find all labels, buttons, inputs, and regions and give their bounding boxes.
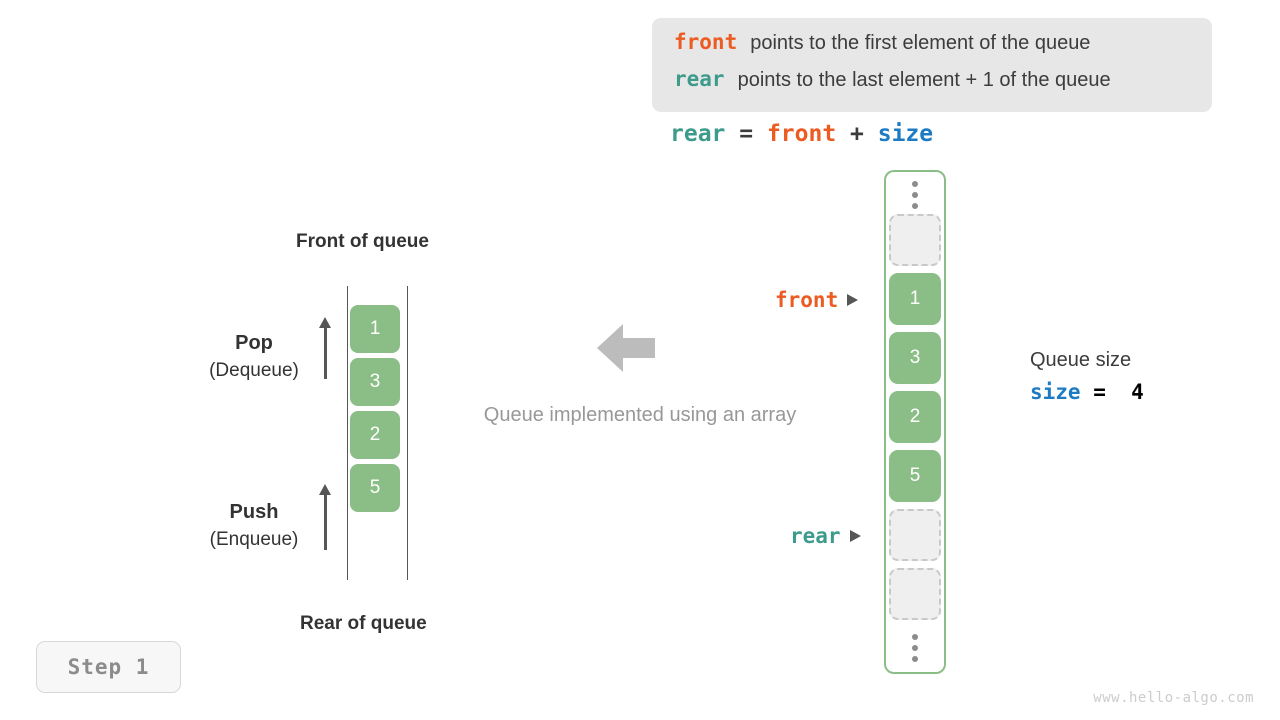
size-variable-name: size bbox=[1030, 380, 1081, 404]
pop-label-main: Pop bbox=[235, 332, 273, 354]
array-cell-value: 1 bbox=[909, 288, 921, 309]
size-equals: = bbox=[1080, 380, 1119, 404]
size-value: 4 bbox=[1118, 380, 1144, 404]
queue-size-expression: size = 4 bbox=[1030, 376, 1144, 408]
legend-keyword-front: front bbox=[674, 30, 738, 54]
push-label-sub: (Enqueue) bbox=[209, 529, 299, 550]
formula-lhs-rear: rear bbox=[670, 121, 726, 147]
legend-box: front points to the first element of the… bbox=[652, 18, 1212, 112]
queue-cell: 1 bbox=[350, 305, 400, 353]
formula-rear-equals-front-plus-size: rear = front + size bbox=[670, 121, 933, 147]
array-cell bbox=[889, 509, 941, 561]
legend-description-rear: points to the last element + 1 of the qu… bbox=[737, 69, 1111, 91]
array-cell-value: 5 bbox=[909, 465, 921, 486]
array-cell: 1 bbox=[889, 273, 941, 325]
formula-plus: + bbox=[836, 121, 878, 147]
arrow-left-icon bbox=[597, 324, 655, 372]
queue-cell-value: 3 bbox=[369, 371, 381, 392]
array-container bbox=[884, 170, 946, 674]
pop-operation-label: Pop (Dequeue) bbox=[196, 330, 312, 384]
ellipsis-bottom-icon bbox=[912, 634, 918, 667]
queue-cell: 5 bbox=[350, 464, 400, 512]
queue-cell-value: 2 bbox=[369, 424, 381, 445]
array-cell: 2 bbox=[889, 391, 941, 443]
queue-cell: 3 bbox=[350, 358, 400, 406]
ellipsis-top-icon bbox=[912, 181, 918, 214]
legend-line-rear: rear points to the last element + 1 of t… bbox=[674, 67, 1190, 104]
rear-of-queue-label: Rear of queue bbox=[300, 613, 427, 634]
array-cell-value: 2 bbox=[909, 406, 921, 427]
queue-rail-left bbox=[347, 286, 348, 580]
front-pointer-text: front bbox=[775, 288, 839, 312]
front-of-queue-label: Front of queue bbox=[296, 231, 429, 252]
queue-cell: 2 bbox=[350, 411, 400, 459]
formula-size: size bbox=[877, 121, 934, 147]
legend-description-front: points to the first element of the queue bbox=[750, 32, 1091, 54]
rear-pointer-arrow-icon bbox=[849, 530, 861, 542]
formula-front: front bbox=[766, 121, 837, 147]
watermark: www.hello-algo.com bbox=[1093, 690, 1254, 706]
array-cell bbox=[889, 568, 941, 620]
queue-cell-value: 5 bbox=[369, 477, 381, 498]
front-pointer-label: front bbox=[775, 288, 859, 312]
array-cell bbox=[889, 214, 941, 266]
pop-label-sub: (Dequeue) bbox=[209, 360, 299, 381]
queue-rail-right bbox=[407, 286, 408, 580]
pop-arrow-up-icon bbox=[319, 317, 332, 379]
queue-size-title: Queue size bbox=[1030, 349, 1132, 371]
front-pointer-arrow-icon bbox=[847, 294, 859, 306]
push-operation-label: Push (Enqueue) bbox=[196, 499, 312, 553]
rear-pointer-text: rear bbox=[790, 524, 841, 548]
array-cell: 3 bbox=[889, 332, 941, 384]
queue-cell-value: 1 bbox=[369, 318, 381, 339]
array-cell-value: 3 bbox=[909, 347, 921, 368]
legend-line-front: front points to the first element of the… bbox=[674, 30, 1190, 67]
push-label-main: Push bbox=[229, 501, 279, 523]
push-arrow-up-icon bbox=[319, 484, 332, 550]
array-cell: 5 bbox=[889, 450, 941, 502]
queue-size-block: Queue size size = 4 bbox=[1030, 344, 1144, 408]
center-caption: Queue implemented using an array bbox=[483, 404, 797, 426]
legend-keyword-rear: rear bbox=[674, 67, 725, 91]
rear-pointer-label: rear bbox=[790, 524, 861, 548]
formula-equals: = bbox=[725, 121, 767, 147]
step-badge: Step 1 bbox=[36, 641, 181, 693]
